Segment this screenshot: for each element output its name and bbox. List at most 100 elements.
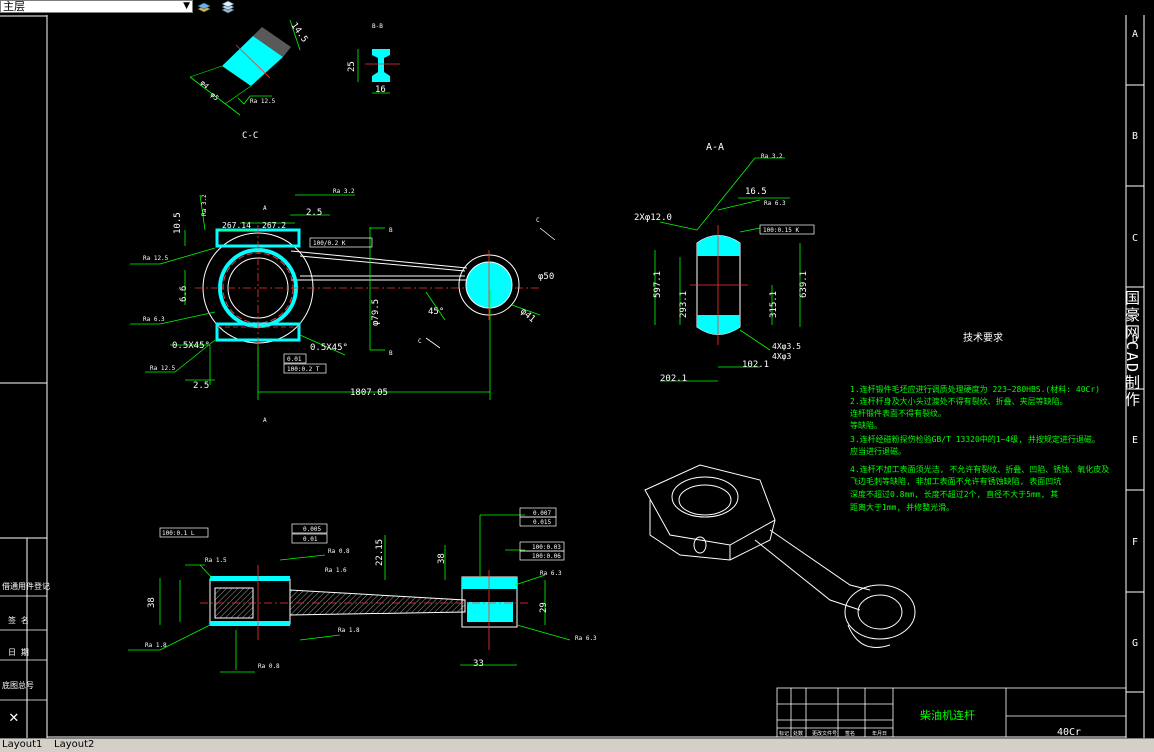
part-name: 柴油机连杆 <box>920 708 975 722</box>
main-front-view: Ra 3.2 Ra 3.2 10.5 267.14 267.2 2.5 100/… <box>130 188 556 424</box>
technical-notes: 技术要求 1.连杆锻件毛坯应进行调质处理硬度为 223~280HBS.(材料: … <box>850 331 1109 512</box>
bottom-roughness-ra1-5: Ra 1.5 <box>205 557 227 564</box>
aa-roughness-ra3-2: Ra 3.2 <box>761 153 783 160</box>
layout-tabs: Layout1 Layout2 <box>0 738 1154 752</box>
tolerance-100-0-2: 100/0.2 K <box>313 240 346 247</box>
note-line: 距离大于1mm, 并修整光滑。 <box>850 502 954 512</box>
bottom-dim-33: 33 <box>473 659 484 669</box>
section-bb-view: B-B 25 16 <box>347 23 400 95</box>
bottom-roughness-ra1-8: Ra 1.8 <box>145 642 167 649</box>
bottom-dim-29: 29 <box>539 602 549 613</box>
zone-label-f: F <box>1132 537 1138 548</box>
left-strip <box>0 595 47 701</box>
bottom-tolerance-0-01: 0.01 <box>303 536 318 543</box>
zone-label-a: A <box>1132 29 1138 40</box>
tolerance-0-01: 0.01 <box>287 356 302 363</box>
note-line: 应当进行退磁。 <box>850 446 906 456</box>
roughness-ra3-2-left: Ra 3.2 <box>201 194 208 216</box>
layer-states-icon[interactable] <box>220 0 236 14</box>
title-block <box>776 687 1127 738</box>
note-line: 深度不超过0.8mm, 长度不超过2个, 直径不大于5mm, 其 <box>850 489 1058 499</box>
chamfer-right: 0.5X45° <box>310 343 348 353</box>
layer-dropdown[interactable]: 主层 ▼ <box>0 0 193 13</box>
bottom-dim-38-left: 38 <box>147 597 157 608</box>
dim-10-5: 10.5 <box>173 212 183 234</box>
drawing-canvas[interactable]: A B C D E F G 国豪网CAD制作 借通用件登记 签 名 日 期 底图… <box>0 15 1154 738</box>
toolbar: 主层 ▼ <box>0 0 1154 15</box>
dim-label: φ5 <box>209 91 221 103</box>
aa-dim-16-5: 16.5 <box>745 187 767 197</box>
bottom-dim-22-15: 22.15 <box>375 539 385 566</box>
tab-layout1[interactable]: Layout1 <box>0 739 44 751</box>
dim-45-deg: 45° <box>428 307 444 317</box>
isometric-view <box>644 464 916 648</box>
bottom-roughness-ra0-8-bottom: Ra 0.8 <box>258 663 280 670</box>
material: 40Cr <box>1057 727 1081 738</box>
aa-dim-202: 202.1 <box>660 374 687 384</box>
roughness-ra3-2: Ra 3.2 <box>333 188 355 195</box>
cut-label-a-bottom: A <box>263 417 267 424</box>
cut-label-b-top: B <box>389 227 393 234</box>
bottom-roughness-ra1-8-mid: Ra 1.8 <box>338 627 360 634</box>
aa-dim-597: 597.1 <box>653 271 663 298</box>
cut-label-c-top: C <box>536 217 540 224</box>
bottom-roughness-ra1-6: Ra 1.6 <box>325 567 347 574</box>
roughness-ra12-5-left: Ra 12.5 <box>143 255 169 262</box>
section-cc-view: 14.5 φ4 φ5 Ra 12.5 C-C <box>189 19 310 141</box>
dim-phi41: φ41 <box>518 307 537 325</box>
aa-dim-639: 639.1 <box>799 271 809 298</box>
bottom-tolerance-0-015: 0.015 <box>533 519 551 526</box>
section-aa-label: A-A <box>706 142 724 153</box>
left-strip-label: 签 名 <box>8 615 29 625</box>
section-aa-view: A-A Ra 3.2 16.5 Ra 6.3 2Xφ12.0 100:0.15 … <box>634 142 815 384</box>
dim-267-2: 267.2 <box>262 221 286 230</box>
section-cc-label: C-C <box>242 131 258 141</box>
ucs-icon: ✕ <box>9 707 19 726</box>
zone-label-d: D <box>1132 334 1138 345</box>
title-block-label: 年月日 <box>872 730 887 737</box>
cut-label-c-bottom: C <box>418 338 422 345</box>
roughness-ra12-5: Ra 12.5 <box>250 98 276 105</box>
dim-label: φ4 <box>199 79 211 91</box>
note-line: 4.连杆不加工表面须光洁, 不允许有裂纹、折叠、凹陷、锈蚀、氧化皮及 <box>850 464 1109 474</box>
tolerance-100-0-2-t: 100:0.2 T <box>287 366 320 373</box>
cut-label-a-top: A <box>263 205 267 212</box>
dim-phi50: φ50 <box>538 272 554 282</box>
title-block-label: 标记 <box>779 730 789 737</box>
dim-2-5-bottom: 2.5 <box>193 381 209 391</box>
zone-labels: A B C D E F G <box>1132 29 1138 649</box>
zone-label-c: C <box>1132 233 1138 244</box>
aa-roughness-ra6-3: Ra 6.3 <box>764 200 786 207</box>
note-line: 飞边毛刺等缺陷, 非加工表面不允许有锈蚀缺陷, 表面凹坑 <box>850 476 1061 486</box>
bottom-tolerance-100-0-1: 100:0.1 L <box>162 530 195 537</box>
note-line: 连杆锻件表面不得有裂纹。 <box>850 408 946 418</box>
drawing-frame <box>0 15 1145 738</box>
tab-layout2[interactable]: Layout2 <box>52 739 96 751</box>
bottom-tolerance-100-0-03: 100:0.03 <box>532 544 561 551</box>
zone-label-e: E <box>1132 435 1138 446</box>
bottom-tolerance-100-0-06: 100:0.06 <box>532 553 561 560</box>
aa-dim-102: 102.1 <box>742 360 769 370</box>
aa-dim-2x12: 2Xφ12.0 <box>634 213 672 223</box>
layer-dropdown-value: 主层 <box>3 0 25 13</box>
tab-layout2-label: Layout2 <box>54 739 95 750</box>
left-strip-label: 借通用件登记 <box>2 581 50 591</box>
dim-phi79-5: φ79.5 <box>371 299 381 326</box>
title-block-label: 更改文件号 <box>812 730 837 737</box>
chevron-down-icon[interactable]: ▼ <box>183 1 190 11</box>
bottom-roughness-ra6-3: Ra 6.3 <box>540 570 562 577</box>
title-block-label: 签名 <box>845 730 855 737</box>
layer-previous-icon[interactable] <box>196 0 212 14</box>
bottom-tolerance-0-007: 0.007 <box>533 510 551 517</box>
zone-ticks <box>1126 84 1144 693</box>
cut-label-b-bottom: B <box>389 350 393 357</box>
roughness-ra12-5-bottom: Ra 12.5 <box>150 365 176 372</box>
aa-tolerance-100-0-15: 100:0.15 K <box>763 227 800 234</box>
bottom-tolerance-0-005: 0.005 <box>303 526 321 533</box>
note-line: 等缺陷。 <box>850 420 882 430</box>
roughness-ra6-3-left: Ra 6.3 <box>143 316 165 323</box>
side-title: 国豪网CAD制作 <box>1123 290 1141 408</box>
left-strip-label: 日 期 <box>8 648 29 657</box>
bottom-roughness-ra6-3-right: Ra 6.3 <box>575 635 597 642</box>
dim-14-5: 14.5 <box>289 21 310 45</box>
